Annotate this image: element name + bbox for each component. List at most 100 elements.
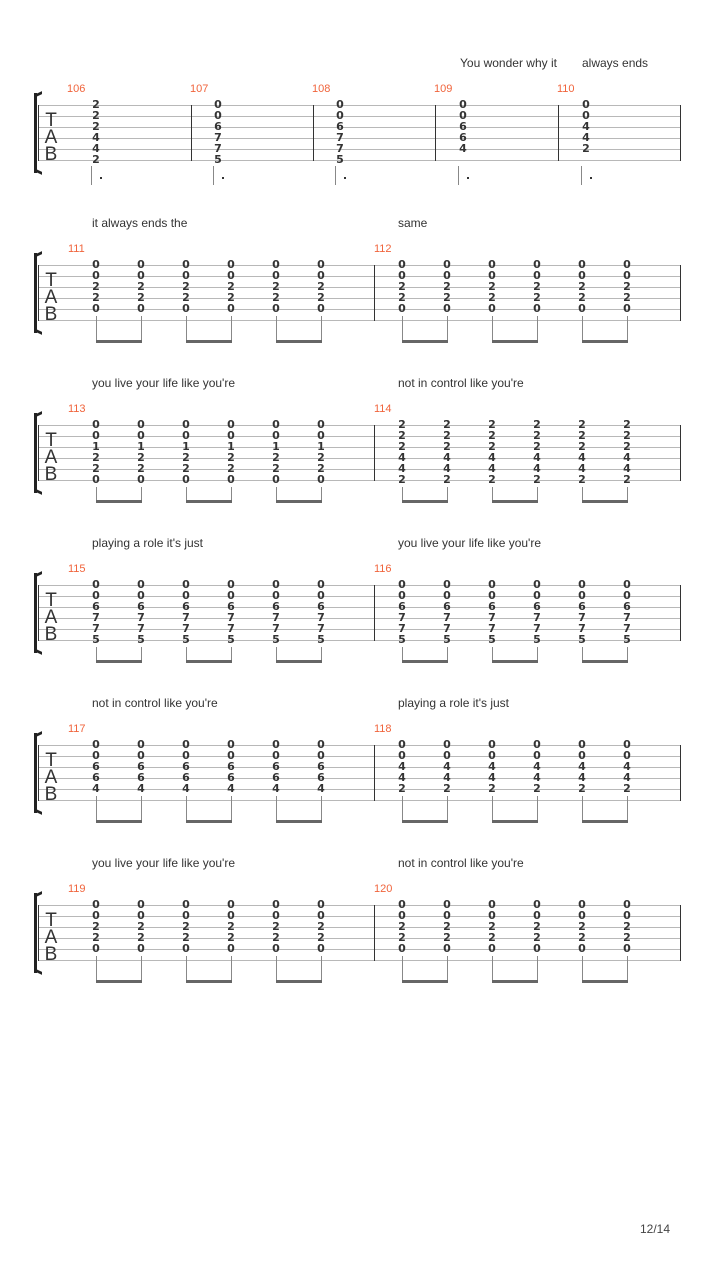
eighth-beam	[582, 500, 628, 503]
fret-number: 0	[623, 589, 631, 602]
fret-number: 7	[214, 142, 222, 155]
staff-line	[38, 800, 680, 801]
fret-number: 0	[317, 429, 325, 442]
fret-number: 0	[488, 589, 496, 602]
note-stem	[96, 956, 97, 980]
tab-clef-letter: A	[44, 287, 58, 308]
note-stem	[582, 316, 583, 340]
fret-number: 2	[488, 931, 496, 944]
fret-number: 0	[623, 749, 631, 762]
fret-number: 0	[227, 942, 235, 955]
fret-number: 0	[92, 942, 100, 955]
fret-number: 4	[182, 782, 190, 795]
fret-number: 2	[623, 931, 631, 944]
fret-number: 4	[623, 771, 631, 784]
lyric-text: you live your life like you're	[92, 856, 236, 870]
fret-number: 2	[398, 440, 406, 453]
fret-number: 2	[92, 931, 100, 944]
staff-bracket	[34, 253, 43, 333]
note-stem	[186, 796, 187, 820]
measure-number: 114	[374, 403, 392, 415]
fret-number: 0	[623, 578, 631, 591]
staff-line	[38, 618, 680, 619]
fret-number: 5	[533, 633, 541, 646]
fret-number: 7	[272, 611, 280, 624]
fret-number: 0	[272, 749, 280, 762]
barline	[435, 105, 436, 161]
note-stem	[627, 487, 628, 500]
fret-number: 2	[582, 142, 590, 155]
staff-bracket	[34, 413, 43, 493]
eighth-beam	[276, 340, 322, 343]
fret-number: 0	[578, 909, 586, 922]
fret-number: 7	[578, 611, 586, 624]
fret-number: 7	[623, 622, 631, 635]
fret-number: 0	[582, 109, 590, 122]
note-stem	[276, 316, 277, 340]
staff-line	[38, 949, 680, 950]
note-stem	[141, 316, 142, 340]
fret-number: 0	[578, 578, 586, 591]
note-stem	[321, 956, 322, 980]
fret-number: 0	[227, 578, 235, 591]
fret-number: 2	[443, 920, 451, 933]
fret-number: 4	[443, 771, 451, 784]
fret-number: 2	[92, 109, 100, 122]
fret-number: 7	[182, 611, 190, 624]
fret-number: 6	[317, 760, 325, 773]
barline	[558, 105, 559, 161]
barline	[680, 265, 681, 321]
fret-number: 4	[92, 131, 100, 144]
tab-clef-letter: T	[45, 750, 57, 771]
note-stem	[537, 647, 538, 660]
fret-number: 0	[398, 578, 406, 591]
eighth-beam	[186, 820, 232, 823]
fret-number: 0	[182, 749, 190, 762]
note-stem	[492, 647, 493, 660]
fret-number: 6	[398, 600, 406, 613]
note-stem	[213, 166, 214, 185]
fret-number: 4	[533, 760, 541, 773]
fret-number: 0	[272, 578, 280, 591]
fret-number: 5	[623, 633, 631, 646]
barline	[680, 425, 681, 481]
fret-number: 2	[488, 280, 496, 293]
fret-number: 2	[623, 440, 631, 453]
fret-number: 0	[623, 738, 631, 751]
note-stem	[581, 166, 582, 185]
fret-number: 2	[623, 280, 631, 293]
fret-number: 0	[488, 738, 496, 751]
fret-number: 0	[227, 589, 235, 602]
fret-number: 0	[137, 269, 145, 282]
fret-number: 2	[533, 291, 541, 304]
staff-line	[38, 938, 680, 939]
staff-line	[38, 960, 680, 961]
fret-number: 0	[272, 738, 280, 751]
fret-number: 0	[137, 429, 145, 442]
fret-number: 4	[137, 782, 145, 795]
staff-bracket	[34, 893, 43, 973]
fret-number: 7	[533, 611, 541, 624]
fret-number: 2	[623, 473, 631, 486]
fret-number: 0	[272, 898, 280, 911]
fret-number: 0	[137, 473, 145, 486]
fret-number: 0	[578, 898, 586, 911]
staff-line	[38, 149, 680, 150]
fret-number: 5	[336, 153, 344, 166]
fret-number: 0	[227, 302, 235, 315]
lyric-text: playing a role it's just	[398, 696, 510, 710]
note-stem	[402, 647, 403, 660]
fret-number: 0	[182, 578, 190, 591]
note-stem	[231, 796, 232, 820]
eighth-beam	[402, 980, 448, 983]
fret-number: 4	[582, 131, 590, 144]
fret-number: 0	[398, 738, 406, 751]
fret-number: 4	[317, 782, 325, 795]
staff-line	[38, 127, 680, 128]
staff-bracket	[34, 573, 43, 653]
fret-number: 6	[182, 760, 190, 773]
lyric-text: you live your life like you're	[398, 536, 542, 550]
fret-number: 0	[578, 269, 586, 282]
fret-number: 2	[533, 440, 541, 453]
fret-number: 2	[137, 920, 145, 933]
